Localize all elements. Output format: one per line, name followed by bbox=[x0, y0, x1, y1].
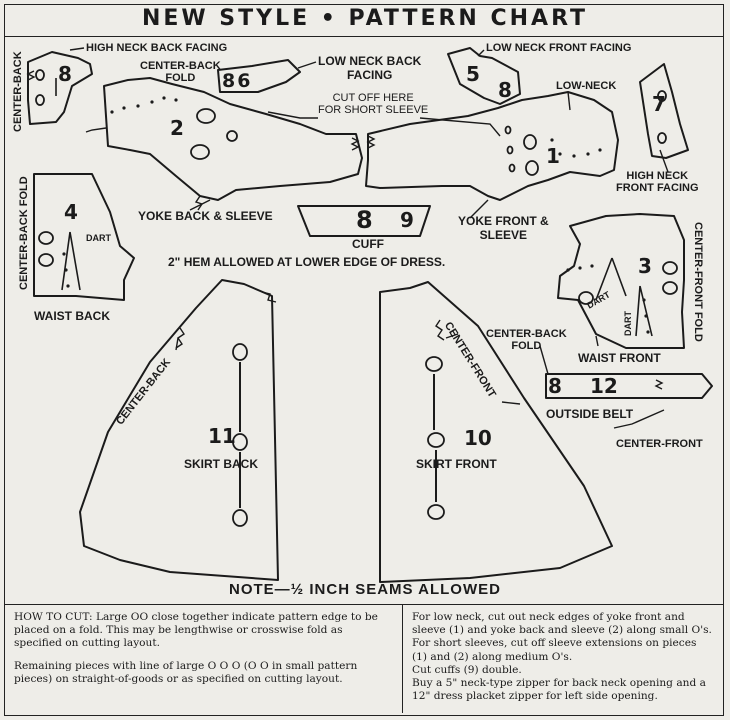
cuffs-text: Cut cuffs (9) double. bbox=[412, 663, 522, 676]
label-skirt-front: SKIRT FRONT bbox=[416, 457, 497, 471]
piece-number-12: 12 bbox=[590, 374, 618, 398]
label-hem-allowed: 2" HEM ALLOWED AT LOWER EDGE OF DRESS. bbox=[168, 255, 446, 269]
waist-back-piece bbox=[33, 173, 135, 301]
label-yoke-back-sleeve: YOKE BACK & SLEEVE bbox=[138, 209, 273, 223]
piece-number-7: 7 bbox=[652, 92, 666, 116]
page-title: NEW STYLE • PATTERN CHART bbox=[141, 6, 589, 31]
label-low-neck-front-facing: LOW NECK FRONT FACING bbox=[486, 42, 632, 54]
yoke-front-sleeve-piece bbox=[365, 91, 619, 201]
piece-number-3: 3 bbox=[638, 254, 652, 278]
label-low-neck: LOW-NECK bbox=[556, 80, 617, 92]
zipper-text: Buy a 5" neck-type zipper for back neck … bbox=[412, 677, 706, 703]
piece-number-8-belt: 8 bbox=[548, 374, 562, 398]
straight-of-goods-text: Remaining pieces with line of large O O … bbox=[14, 659, 358, 685]
low-neck-back-facing-piece bbox=[217, 59, 301, 93]
label-center-back-fold-belt: CENTER-BACK FOLD bbox=[486, 328, 567, 352]
instructions-panel: HOW TO CUT: Large OO close together indi… bbox=[4, 604, 724, 716]
label-dart-waist-back: DART bbox=[86, 233, 111, 243]
piece-number-9: 9 bbox=[400, 208, 414, 232]
seam-allowance-note: NOTE—½ INCH SEAMS ALLOWED bbox=[229, 581, 501, 598]
label-cut-off-here: CUT OFF HERE FOR SHORT SLEEVE bbox=[318, 92, 429, 116]
piece-number-5: 5 bbox=[466, 62, 480, 86]
instructions-left-column: HOW TO CUT: Large OO close together indi… bbox=[14, 611, 392, 695]
how-to-cut-text: HOW TO CUT: Large OO close together indi… bbox=[14, 611, 378, 650]
label-center-back-fold: CENTER-BACK FOLD bbox=[140, 60, 221, 84]
short-sleeves-text: For short sleeves, cut off sleeve extens… bbox=[412, 637, 697, 663]
instructions-right-column: For low neck, cut out neck edges of yoke… bbox=[412, 611, 714, 703]
label-yoke-front-sleeve: YOKE FRONT & SLEEVE bbox=[458, 214, 549, 242]
cuff-piece bbox=[297, 205, 431, 237]
piece-number-86: 86 bbox=[222, 70, 253, 92]
label-dart-waist-front-2: DART bbox=[623, 311, 633, 336]
label-waist-front: WAIST FRONT bbox=[578, 351, 661, 365]
low-neck-front-facing-piece bbox=[447, 47, 521, 105]
label-outside-belt: OUTSIDE BELT bbox=[546, 407, 634, 421]
high-neck-back-facing-piece bbox=[27, 51, 93, 125]
outside-belt-piece bbox=[545, 373, 713, 399]
piece-number-8-high-back: 8 bbox=[58, 62, 72, 86]
label-waist-back: WAIST BACK bbox=[34, 309, 110, 323]
chart-frame bbox=[4, 4, 724, 716]
label-cuff: CUFF bbox=[352, 237, 384, 251]
column-divider bbox=[402, 605, 403, 713]
label-center-back-fold-waist: CENTER-BACK FOLD bbox=[18, 176, 30, 290]
piece-number-8-low-front: 8 bbox=[498, 78, 512, 102]
skirt-back-piece bbox=[79, 279, 279, 581]
label-skirt-back: SKIRT BACK bbox=[184, 457, 258, 471]
low-neck-text: For low neck, cut out neck edges of yoke… bbox=[412, 611, 712, 637]
piece-number-11: 11 bbox=[208, 424, 236, 448]
piece-number-2: 2 bbox=[170, 116, 184, 140]
label-high-neck-front-facing: HIGH NECK FRONT FACING bbox=[616, 170, 699, 194]
piece-number-4: 4 bbox=[64, 200, 78, 224]
piece-number-1: 1 bbox=[546, 144, 560, 168]
label-center-front-belt: CENTER-FRONT bbox=[616, 438, 703, 450]
label-low-neck-back-facing: LOW NECK BACK FACING bbox=[318, 54, 422, 82]
piece-number-8-cuff: 8 bbox=[356, 206, 373, 234]
label-high-neck-back-facing: HIGH NECK BACK FACING bbox=[86, 42, 228, 54]
piece-number-10: 10 bbox=[464, 426, 492, 450]
title-divider bbox=[4, 36, 724, 37]
high-neck-front-facing-piece bbox=[639, 63, 689, 159]
yoke-back-sleeve-piece bbox=[103, 77, 363, 201]
label-center-front-fold: CENTER-FRONT FOLD bbox=[692, 222, 704, 342]
label-center-back: CENTER-BACK bbox=[12, 51, 24, 132]
skirt-front-piece bbox=[379, 281, 613, 583]
